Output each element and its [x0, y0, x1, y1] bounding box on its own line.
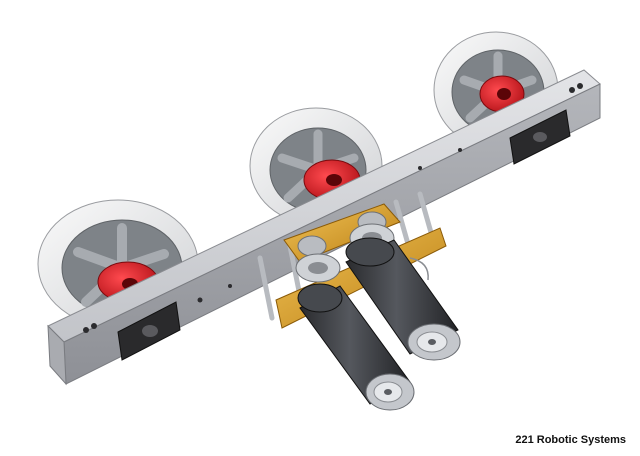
standoffs	[257, 191, 435, 321]
caption-text: 221 Robotic Systems	[515, 434, 626, 446]
motor-wire	[409, 257, 429, 281]
motor-right	[345, 237, 461, 361]
motor-left	[297, 283, 415, 411]
